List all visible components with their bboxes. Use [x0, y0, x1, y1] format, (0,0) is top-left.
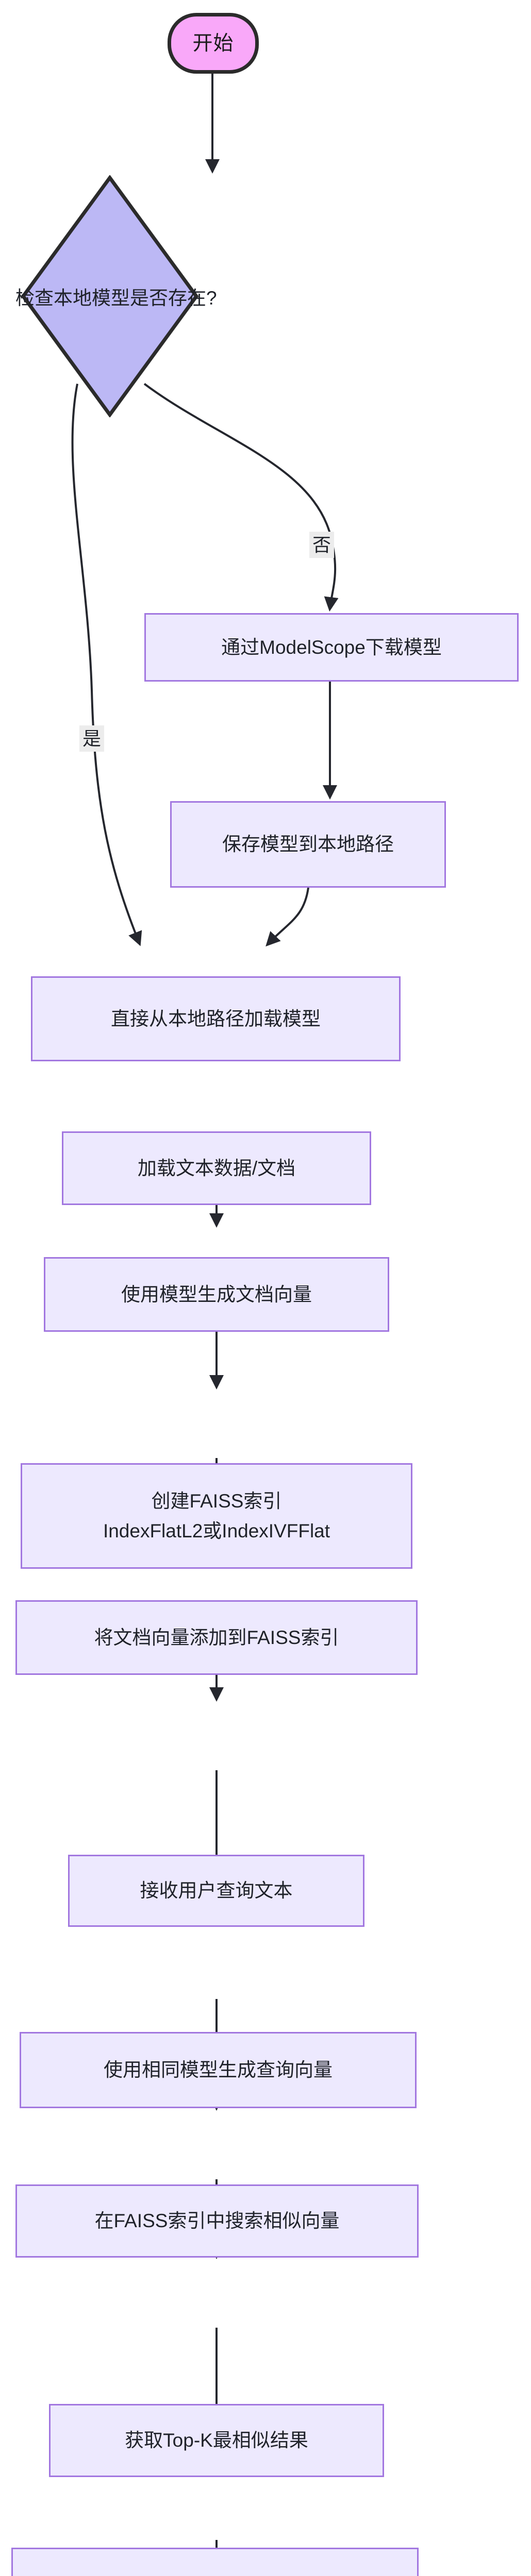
edge-decision-no-to-download [143, 383, 339, 612]
node-get-topk[interactable]: 获取Top-K最相似结果 [49, 2404, 384, 2477]
node-create-faiss-index-line-1: 创建FAISS索引 [151, 1490, 282, 1512]
edge-decision-yes-to-loadlocal [71, 383, 142, 946]
node-download-modelscope[interactable]: 通过ModelScope下载模型 [144, 613, 519, 682]
node-search-similar[interactable]: 在FAISS索引中搜索相似向量 [15, 2184, 419, 2258]
node-add-vectors-to-index[interactable]: 将文档向量添加到FAISS索引 [15, 1600, 418, 1675]
node-gen-query-vector[interactable]: 使用相同模型生成查询向量 [20, 2032, 417, 2108]
node-check-local-model-label: 检查本地模型是否存在? [15, 287, 217, 309]
node-return-results[interactable]: 返回结果 包括原始文本、相似度得分 等 [11, 2548, 419, 2576]
node-save-model-local-label: 保存模型到本地路径 [222, 834, 394, 855]
node-receive-user-query[interactable]: 接收用户查询文本 [68, 1855, 364, 1927]
node-add-vectors-to-index-label: 将文档向量添加到FAISS索引 [94, 1626, 339, 1648]
node-search-similar-label: 在FAISS索引中搜索相似向量 [94, 2210, 340, 2232]
edge-label-yes: 是 [79, 725, 105, 752]
node-create-faiss-index-lines: 创建FAISS索引 IndexFlatL2或IndexIVFFlat [103, 1486, 330, 1546]
node-return-results-lines: 返回结果 包括原始文本、相似度得分 等 [101, 2574, 329, 2576]
node-receive-user-query-label: 接收用户查询文本 [140, 1880, 293, 1902]
node-gen-doc-vectors[interactable]: 使用模型生成文档向量 [44, 1257, 389, 1332]
node-check-local-model[interactable]: 检查本地模型是否存在? [15, 175, 217, 417]
node-load-from-local[interactable]: 直接从本地路径加载模型 [31, 976, 401, 1061]
node-save-model-local[interactable]: 保存模型到本地路径 [170, 801, 446, 888]
node-create-faiss-index[interactable]: 创建FAISS索引 IndexFlatL2或IndexIVFFlat [21, 1463, 412, 1569]
node-spacer [11, 2442, 419, 2452]
node-load-text-docs[interactable]: 加载文本数据/文档 [62, 1131, 371, 1205]
edge-save-to-loadlocal [266, 887, 309, 947]
node-load-from-local-label: 直接从本地路径加载模型 [111, 1008, 321, 1029]
edge-label-no: 否 [309, 532, 335, 558]
node-gen-query-vector-label: 使用相同模型生成查询向量 [104, 2059, 333, 2081]
node-spacer-2 [11, 2445, 30, 2455]
node-create-faiss-index-line-2: IndexFlatL2或IndexIVFFlat [103, 1520, 330, 1541]
node-start[interactable]: 开始 [168, 13, 259, 74]
node-start-label: 开始 [192, 32, 234, 55]
node-load-text-docs-label: 加载文本数据/文档 [137, 1157, 296, 1179]
node-download-modelscope-label: 通过ModelScope下载模型 [221, 636, 442, 658]
node-return-results-line-1: 返回结果 [101, 2574, 329, 2576]
node-gen-doc-vectors-label: 使用模型生成文档向量 [121, 1283, 312, 1305]
